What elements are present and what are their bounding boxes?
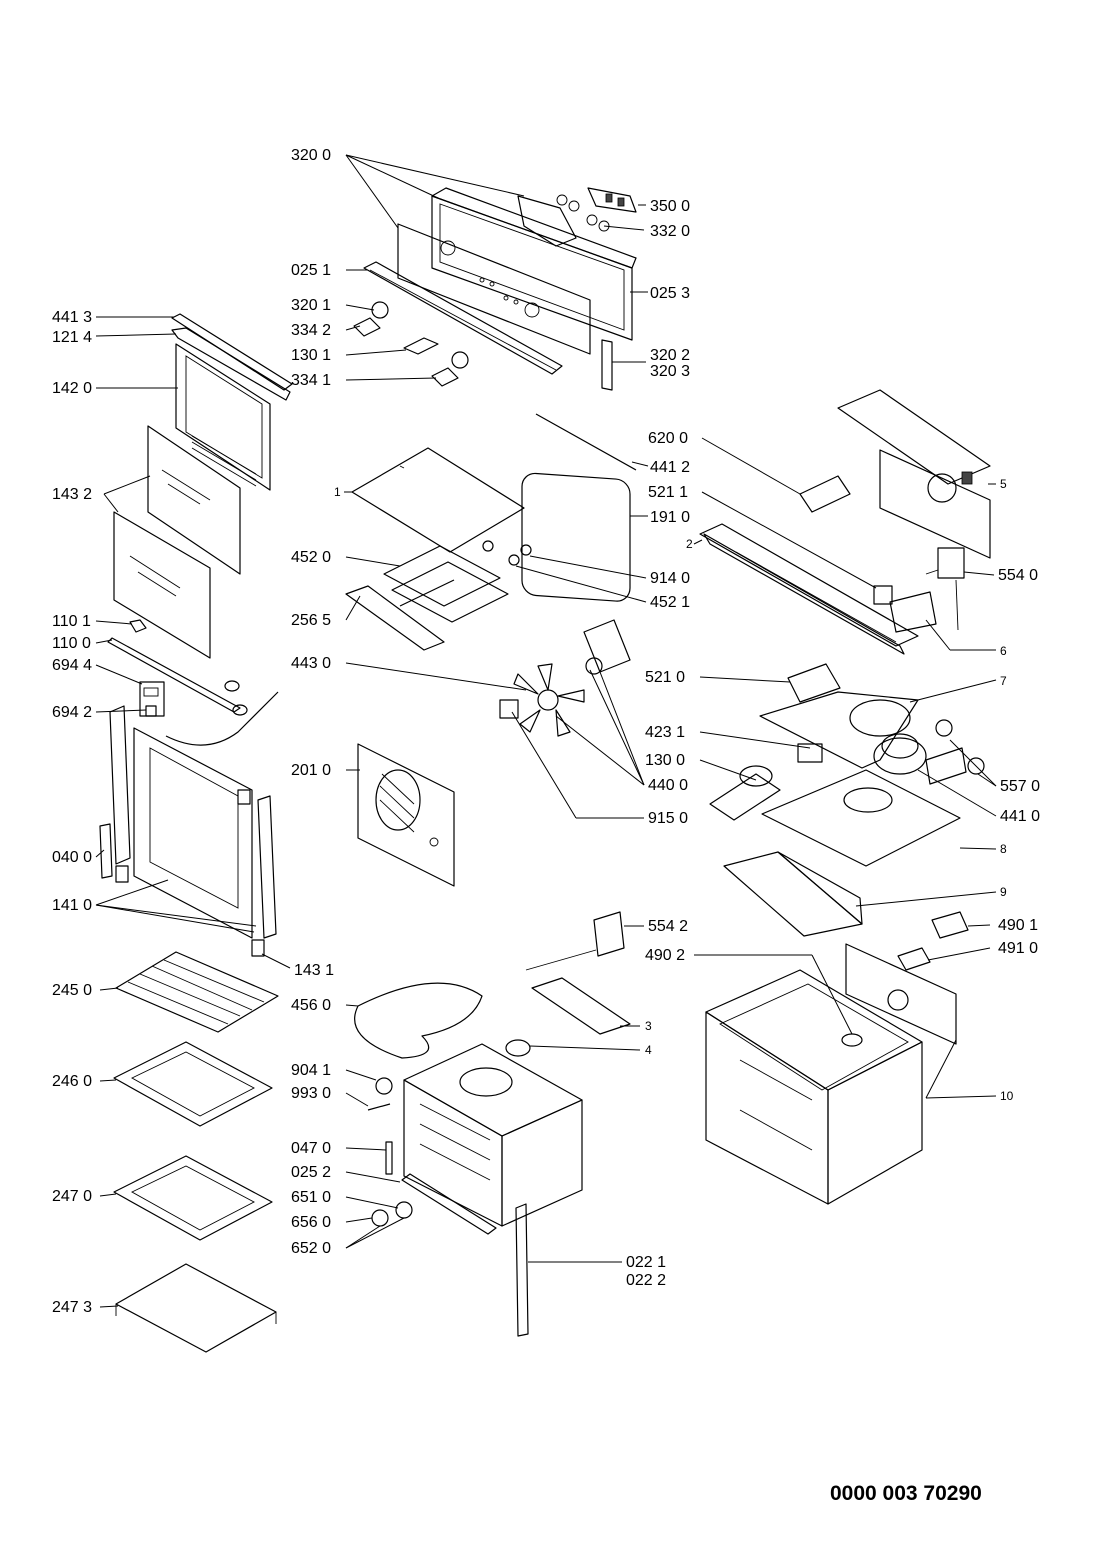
label-423-1: 423 1 — [645, 724, 685, 741]
label-6: 6 — [1000, 644, 1007, 658]
shelf-wires — [127, 959, 265, 1025]
label-047-0: 047 0 — [291, 1140, 331, 1157]
label-694-4: 694 4 — [52, 657, 92, 674]
label-022-2: 022 2 — [626, 1272, 666, 1289]
label-4: 4 — [645, 1043, 652, 1057]
label-130-0: 130 0 — [645, 752, 685, 769]
label-456-0: 456 0 — [291, 997, 331, 1014]
part-number-labels: 320 0 350 0 332 0 025 1 025 3 320 1 334 … — [52, 147, 1040, 1316]
label-914-0: 914 0 — [650, 570, 690, 587]
label-554-0: 554 0 — [998, 567, 1038, 584]
label-490-2: 490 2 — [645, 947, 685, 964]
label-656-0: 656 0 — [291, 1214, 331, 1231]
label-320-2: 320 2 — [650, 347, 690, 364]
label-247-0: 247 0 — [52, 1188, 92, 1205]
label-441-2: 441 2 — [650, 459, 690, 476]
label-7: 7 — [1000, 674, 1007, 688]
label-521-1: 521 1 — [648, 484, 688, 501]
label-143-1: 143 1 — [294, 962, 334, 979]
oven-cavity-assembly — [354, 911, 631, 1337]
cavity-components — [345, 413, 637, 887]
label-110-1: 110 1 — [52, 613, 91, 630]
label-191-0: 191 0 — [650, 509, 690, 526]
label-620-0: 620 0 — [648, 430, 688, 447]
label-1: 1 — [334, 485, 341, 499]
label-201-0: 201 0 — [291, 762, 331, 779]
label-025-3: 025 3 — [650, 285, 690, 302]
label-130-1: 130 1 — [291, 347, 331, 364]
label-491-0: 491 0 — [998, 940, 1038, 957]
vent-grille — [191, 435, 257, 487]
label-2: 2 — [686, 537, 693, 551]
label-521-0: 521 0 — [645, 669, 685, 686]
label-652-0: 652 0 — [291, 1240, 331, 1257]
label-694-2: 694 2 — [52, 704, 92, 721]
label-245-0: 245 0 — [52, 982, 92, 999]
fan-blade — [513, 663, 585, 737]
label-9: 9 — [1000, 885, 1007, 899]
label-142-0: 142 0 — [52, 380, 92, 397]
label-440-0: 440 0 — [648, 777, 688, 794]
label-441-3: 441 3 — [52, 309, 92, 326]
upper-housing-assembly — [699, 389, 991, 937]
label-143-2: 143 2 — [52, 486, 92, 503]
label-490-1: 490 1 — [998, 917, 1038, 934]
label-5: 5 — [1000, 477, 1007, 491]
label-040-0: 040 0 — [52, 849, 92, 866]
label-121-4: 121 4 — [52, 329, 92, 346]
document-number: 0000 003 70290 — [830, 1482, 982, 1505]
label-557-0: 557 0 — [1000, 778, 1040, 795]
label-915-0: 915 0 — [648, 810, 688, 827]
fan-cover-mesh — [379, 773, 415, 833]
label-8: 8 — [1000, 842, 1007, 856]
label-651-0: 651 0 — [291, 1189, 331, 1206]
leader-lines — [95, 154, 997, 1308]
label-256-5: 256 5 — [291, 612, 331, 629]
label-141-0: 141 0 — [52, 897, 92, 914]
label-334-2: 334 2 — [291, 322, 331, 339]
label-334-1: 334 1 — [291, 372, 331, 389]
label-320-0: 320 0 — [291, 147, 331, 164]
label-022-1: 022 1 — [626, 1254, 666, 1271]
label-452-0: 452 0 — [291, 549, 331, 566]
label-320-3: 320 3 — [650, 363, 690, 380]
racks-and-trays — [113, 951, 279, 1353]
door-assembly — [99, 313, 293, 957]
label-443-0: 443 0 — [291, 655, 331, 672]
control-panel-assembly — [353, 187, 637, 391]
label-110-0: 110 0 — [52, 635, 91, 652]
label-350-0: 350 0 — [650, 198, 690, 215]
label-246-0: 246 0 — [52, 1073, 92, 1090]
label-3: 3 — [645, 1019, 652, 1033]
label-441-0: 441 0 — [1000, 808, 1040, 825]
label-247-3: 247 3 — [52, 1299, 92, 1316]
label-904-1: 904 1 — [291, 1062, 331, 1079]
outer-case-assembly — [705, 911, 969, 1205]
label-320-1: 320 1 — [291, 297, 331, 314]
label-554-2: 554 2 — [648, 918, 688, 935]
label-10: 10 — [1000, 1089, 1014, 1103]
label-452-1: 452 1 — [650, 594, 690, 611]
label-025-2: 025 2 — [291, 1164, 331, 1181]
label-993-0: 993 0 — [291, 1085, 331, 1102]
label-025-1: 025 1 — [291, 262, 331, 279]
label-332-0: 332 0 — [650, 223, 690, 240]
